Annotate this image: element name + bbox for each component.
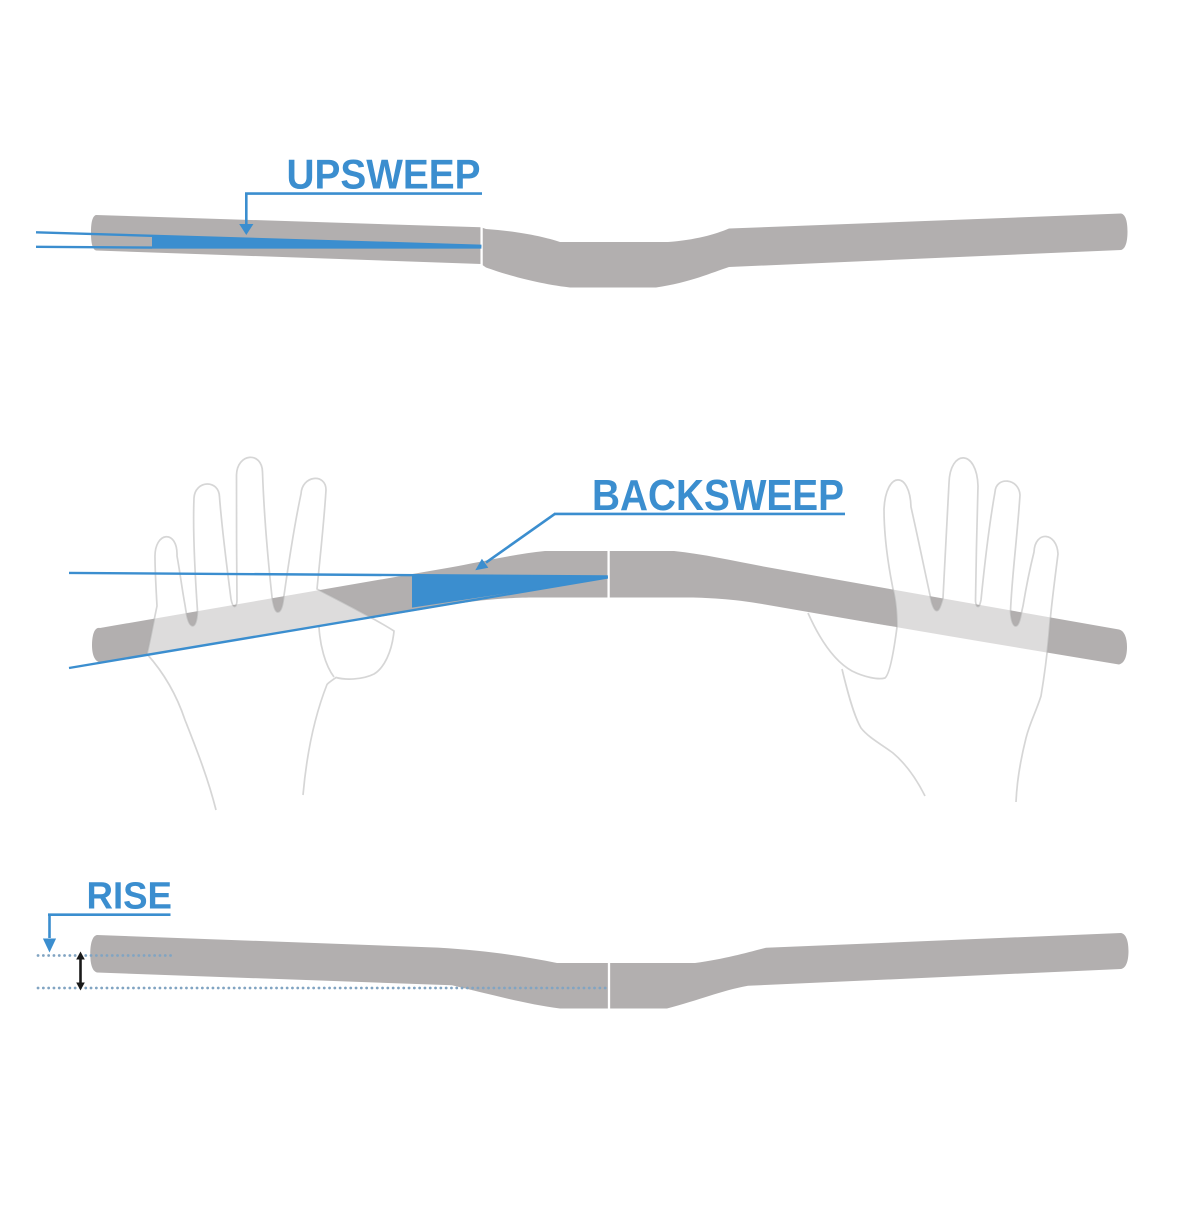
svg-text:UPSWEEP: UPSWEEP: [287, 151, 481, 198]
svg-text:BACKSWEEP: BACKSWEEP: [592, 472, 844, 520]
svg-text:RISE: RISE: [87, 876, 173, 918]
